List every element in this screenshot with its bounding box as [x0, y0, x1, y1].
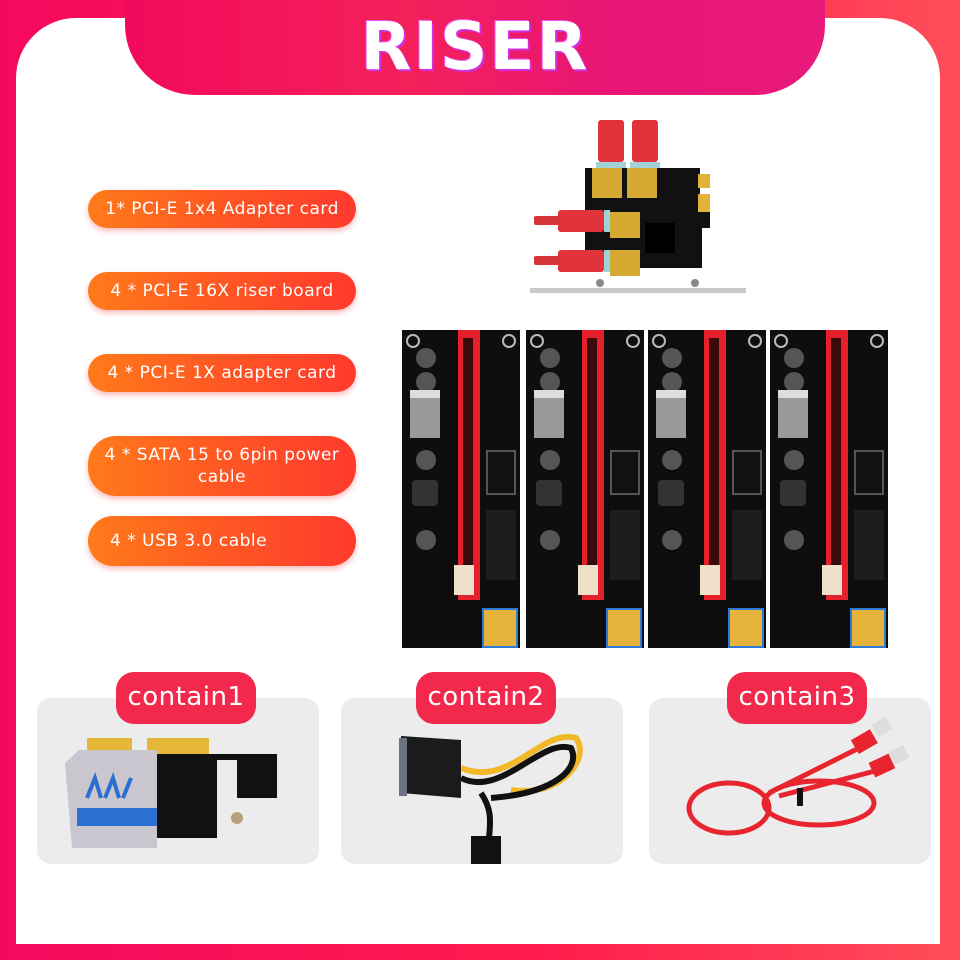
riser-board-4 — [770, 330, 888, 648]
contents-card-1 — [37, 698, 319, 864]
pcie-1x4-adapter-card-image — [530, 108, 750, 303]
page-title: RISER — [360, 8, 590, 85]
title-banner: RISER — [125, 0, 825, 95]
package-item-adapter-card: 1* PCI-E 1x4 Adapter card — [88, 190, 356, 228]
contents-tag-2: contain2 — [416, 672, 556, 724]
contents-card-2 — [341, 698, 623, 866]
sata-15-to-6pin-cable-image — [399, 733, 583, 866]
package-item-riser-board: 4 * PCI-E 16X riser board — [88, 272, 356, 310]
package-item-usb-cable: 4 * USB 3.0 cable — [88, 516, 356, 566]
riser-board-3 — [648, 330, 766, 648]
riser-board-1 — [402, 330, 520, 648]
riser-board-2 — [526, 330, 644, 648]
contents-tag-1: contain1 — [116, 672, 256, 724]
usb-3-0-cable-image — [686, 716, 910, 836]
package-item-sata-cable: 4 * SATA 15 to 6pin power cable — [88, 436, 356, 496]
pcie-1x-adapter-card-image — [65, 738, 277, 848]
package-item-1x-adapter: 4 * PCI-E 1X adapter card — [88, 354, 356, 392]
contents-card-3 — [649, 698, 931, 864]
contents-tag-3: contain3 — [727, 672, 867, 724]
